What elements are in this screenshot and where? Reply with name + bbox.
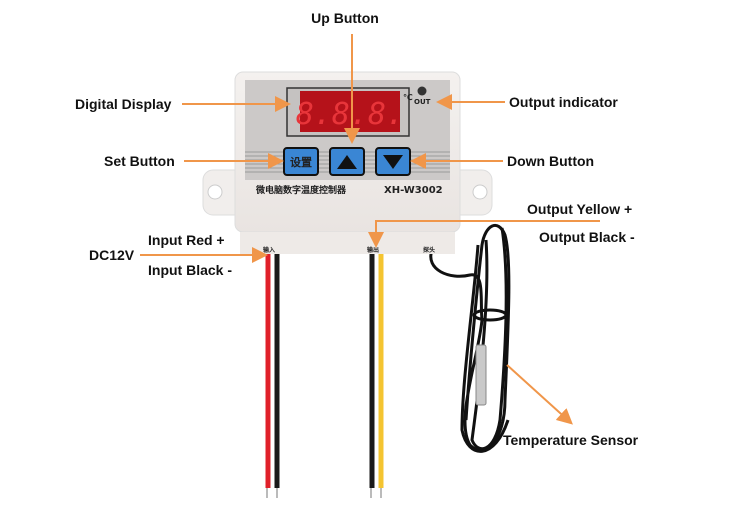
- output-indicator-led: [417, 86, 427, 96]
- set-button-label: 设置: [290, 155, 312, 169]
- down-arrow-icon: [383, 155, 403, 169]
- leader-lines: [140, 34, 600, 425]
- model-number: XH-W3002: [384, 185, 443, 196]
- up-arrow-icon: [337, 155, 357, 169]
- label-output-indicator: Output indicator: [509, 94, 618, 110]
- product-name: 微电脑数字温度控制器: [255, 184, 347, 196]
- up-button[interactable]: [329, 147, 365, 176]
- display-reading: 8.8.8.: [296, 97, 404, 132]
- label-set-button: Set Button: [104, 153, 175, 169]
- out-label: OUT: [414, 98, 431, 106]
- set-button[interactable]: 设置: [283, 147, 319, 176]
- sensor-probe: [475, 344, 487, 406]
- label-temperature-sensor: Temperature Sensor: [503, 432, 639, 448]
- label-down-button: Down Button: [507, 153, 594, 169]
- label-output-black: Output Black -: [539, 229, 635, 245]
- input-wires: [265, 250, 280, 498]
- label-input-black: Input Black -: [148, 262, 232, 278]
- label-up-button: Up Button: [311, 10, 379, 26]
- unit-label: ℃: [403, 93, 413, 102]
- label-output-yellow: Output Yellow +: [527, 201, 632, 217]
- port-input-label: 输入: [263, 246, 275, 254]
- digital-display: [300, 91, 400, 132]
- label-input-red: Input Red +: [148, 232, 225, 248]
- port-output-label: 输出: [367, 246, 379, 254]
- temperature-sensor-cable: [429, 223, 511, 453]
- down-button[interactable]: [375, 147, 411, 176]
- output-wires: [369, 250, 384, 498]
- label-digital-display: Digital Display: [75, 96, 172, 112]
- port-probe-label: 探头: [423, 246, 435, 254]
- label-dc12v: DC12V: [89, 247, 135, 263]
